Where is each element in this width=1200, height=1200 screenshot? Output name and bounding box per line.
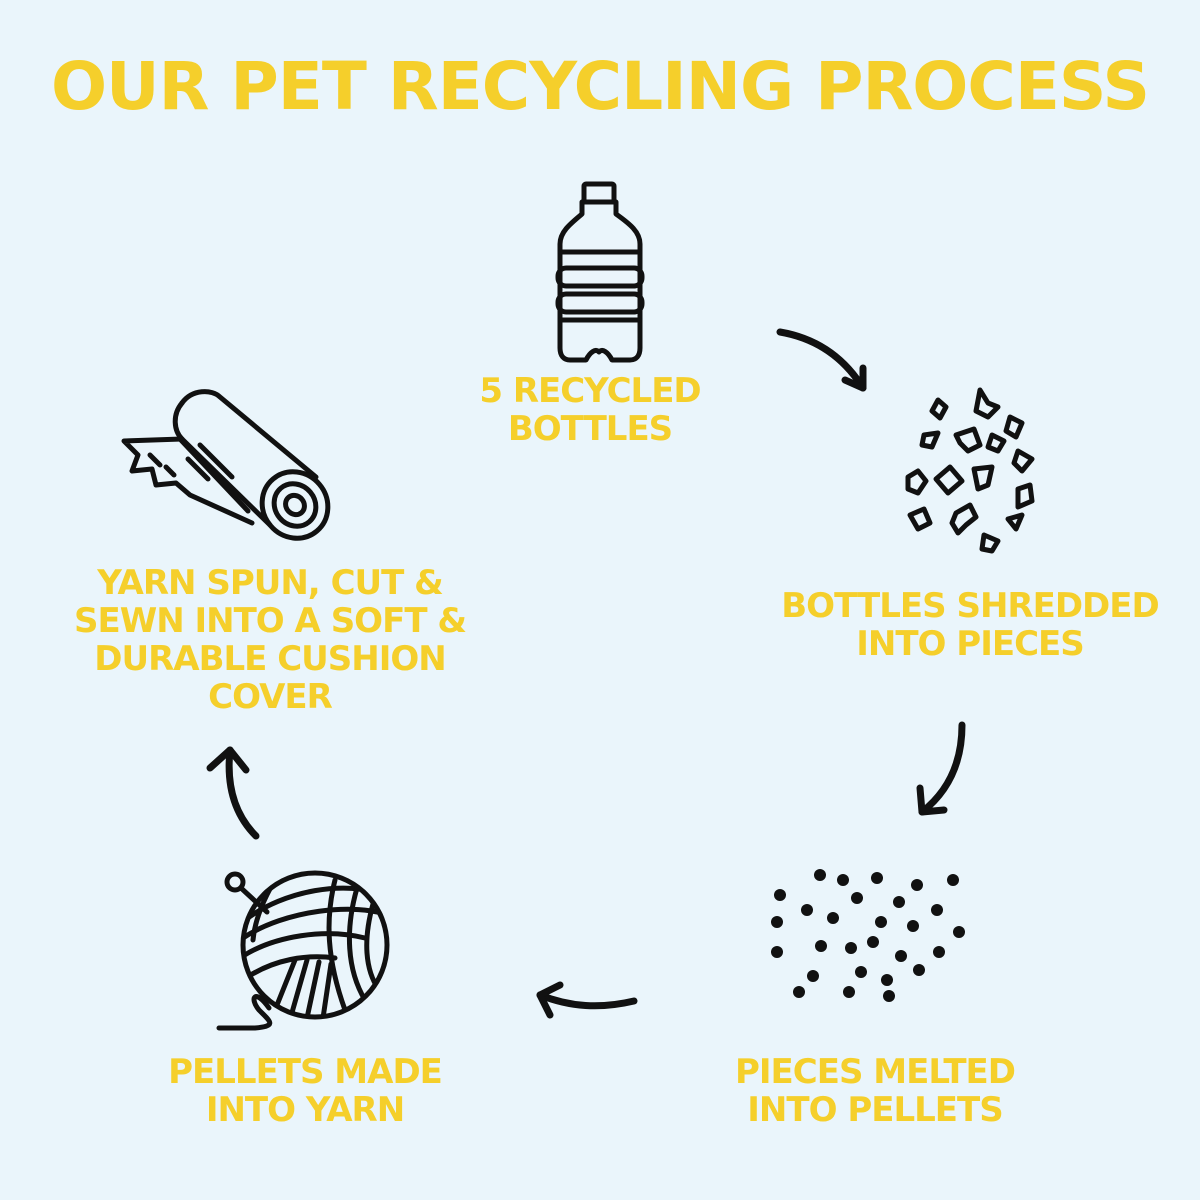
fabric-roll-icon [121, 389, 331, 541]
arrow-1-icon [776, 328, 867, 392]
arrow-4-icon [206, 746, 260, 840]
step-label-pellets: PIECES MELTED INTO PELLETS [734, 1052, 1016, 1130]
yarn-ball-icon [216, 870, 390, 1031]
pellets-icon [771, 869, 965, 1002]
step-label-shredded: BOTTLES SHREDDED INTO PIECES [781, 586, 1159, 664]
step-label-yarn: PELLETS MADE INTO YARN [168, 1052, 443, 1130]
arrow-2-icon [916, 721, 966, 816]
arrow-3-icon [536, 981, 638, 1019]
shredded-pieces-icon [905, 387, 1035, 554]
page-title: OUR PET RECYCLING PROCESS [50, 48, 1150, 125]
step-label-bottles: 5 RECYCLED BOTTLES [479, 371, 701, 449]
bottle-icon [555, 181, 645, 363]
step-label-cushion: YARN SPUN, CUT & SEWN INTO A SOFT & DURA… [74, 563, 467, 717]
